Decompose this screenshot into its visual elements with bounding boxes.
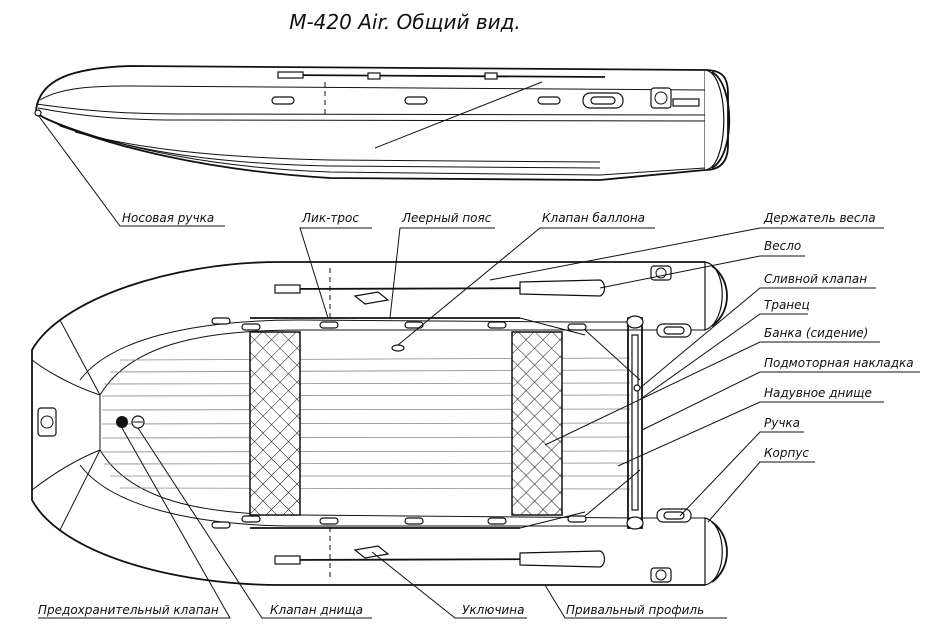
side-view-leer-loop (404, 96, 428, 105)
leader-floor-valve (137, 427, 372, 619)
leader-oar (599, 255, 805, 289)
top-view-tube-cone-bottom (711, 521, 728, 583)
side-view-leer-loop (537, 96, 561, 105)
top-view-inner-tube-line-2 (79, 319, 640, 381)
side-view-oar-joint-2 (484, 72, 498, 80)
top-view-liktros-top-end (519, 317, 586, 336)
stern-handle-top-hole (663, 326, 685, 335)
transom-brace-bottom (584, 469, 641, 517)
transom-knob-bottom (626, 516, 644, 530)
label-oarlock: Уключина (462, 603, 524, 617)
side-view-oar (277, 74, 606, 78)
transom-brace-top (584, 329, 641, 381)
side-view-brand-plate (672, 98, 700, 107)
stern-logo-bottom (650, 567, 672, 583)
leader-leer (389, 227, 495, 319)
top-view (31, 261, 728, 586)
top-view-outer-outline (31, 261, 705, 586)
leader-transom (641, 313, 808, 399)
oarlock-top (353, 291, 390, 305)
leer-loops-top (211, 317, 587, 331)
leader-lik-tros (299, 227, 372, 319)
bow-logo-badge (37, 407, 57, 437)
side-view-logo-badge (650, 87, 672, 109)
label-hull: Корпус (764, 446, 809, 460)
label-floor-valve: Клапан днища (270, 603, 363, 617)
side-view-tube-top (39, 85, 706, 101)
leader-inflatable-floor (617, 401, 884, 467)
side-view-handle-hole (590, 96, 616, 105)
side-view-leer-loop (271, 96, 295, 105)
seat-bench-front (249, 331, 301, 516)
top-view-liktros-bottom-end (519, 511, 586, 529)
leader-seat (544, 341, 880, 446)
leader-oarlock (371, 551, 527, 619)
label-transom: Транец (764, 298, 810, 312)
leader-drain-valve (639, 287, 876, 389)
stern-logo-top-mark (655, 267, 667, 279)
label-handle: Ручка (764, 416, 800, 430)
stern-handle-bottom-hole (663, 511, 685, 520)
leader-safety-valve (38, 427, 231, 619)
top-view-bow-cone-3 (59, 319, 101, 396)
leader-handle (679, 431, 804, 517)
leader-hull (707, 461, 815, 523)
top-view-bow-cone (31, 359, 101, 396)
label-drain-valve: Сливной клапан (764, 272, 867, 286)
label-safety-valve: Предохранительный клапан (38, 603, 219, 617)
side-view-logo-mark (654, 91, 668, 105)
stern-logo-bottom-mark (655, 569, 667, 581)
top-view-tube-cone-top (711, 265, 728, 327)
bow-logo-mark (40, 415, 54, 429)
top-view-inner-tube-line-3 (79, 464, 640, 527)
label-oar-holder: Держатель весла (763, 211, 876, 225)
label-motor-pad: Подмоторная накладка (764, 356, 914, 370)
label-rub-strake: Привальный профиль (566, 603, 704, 617)
top-view-bow-cone-4 (59, 449, 101, 531)
leader-oar-holder (489, 227, 884, 281)
top-view-oar-top-grip (274, 284, 301, 294)
side-view-bottom-line (44, 117, 706, 176)
top-view-oar-top-blade (519, 279, 606, 297)
top-view-oar-bottom-blade (519, 550, 606, 568)
oarlock-bottom (353, 545, 390, 559)
leer-loops-bottom (211, 515, 587, 529)
leader-rub-strake (544, 584, 727, 619)
drain-valve-icon (633, 384, 641, 392)
seat-bench-rear (511, 331, 563, 516)
balloon-valve (391, 344, 405, 352)
label-oar: Весло (764, 239, 801, 253)
side-view (34, 65, 731, 181)
transom-knob-top (626, 315, 644, 329)
label-leer: Леерный пояс (401, 211, 492, 225)
side-view-hull-outline (35, 65, 729, 181)
drawing-title: М-420 Air. Общий вид. (289, 10, 521, 34)
side-view-rub-strake (35, 103, 721, 116)
label-lik-tros: Лик-трос (301, 211, 359, 225)
side-view-diagonal-line (374, 81, 543, 149)
label-nose-handle: Носовая ручка (122, 211, 214, 225)
leader-motor-pad (641, 371, 920, 431)
top-view-bow-cone-2 (31, 449, 101, 491)
leader-balloon-valve (397, 227, 655, 346)
side-view-bottom-line-3 (74, 131, 601, 163)
leader-nose-handle (37, 114, 225, 227)
side-view-nose-handle (34, 109, 42, 117)
label-seat: Банка (сидение) (764, 326, 868, 340)
side-view-tube-end (704, 69, 725, 171)
top-view-oar-bottom-grip (274, 555, 301, 565)
label-inflatable-floor: Надувное днище (764, 386, 872, 400)
label-balloon-valve: Клапан баллона (542, 211, 645, 225)
side-view-tube-cone (711, 71, 731, 169)
safety-valve-icon (116, 416, 128, 428)
motor-pad (631, 334, 639, 511)
side-view-rub-strake-2 (37, 107, 721, 122)
side-view-oar-joint (367, 72, 381, 80)
side-view-oar-grip (277, 71, 304, 79)
